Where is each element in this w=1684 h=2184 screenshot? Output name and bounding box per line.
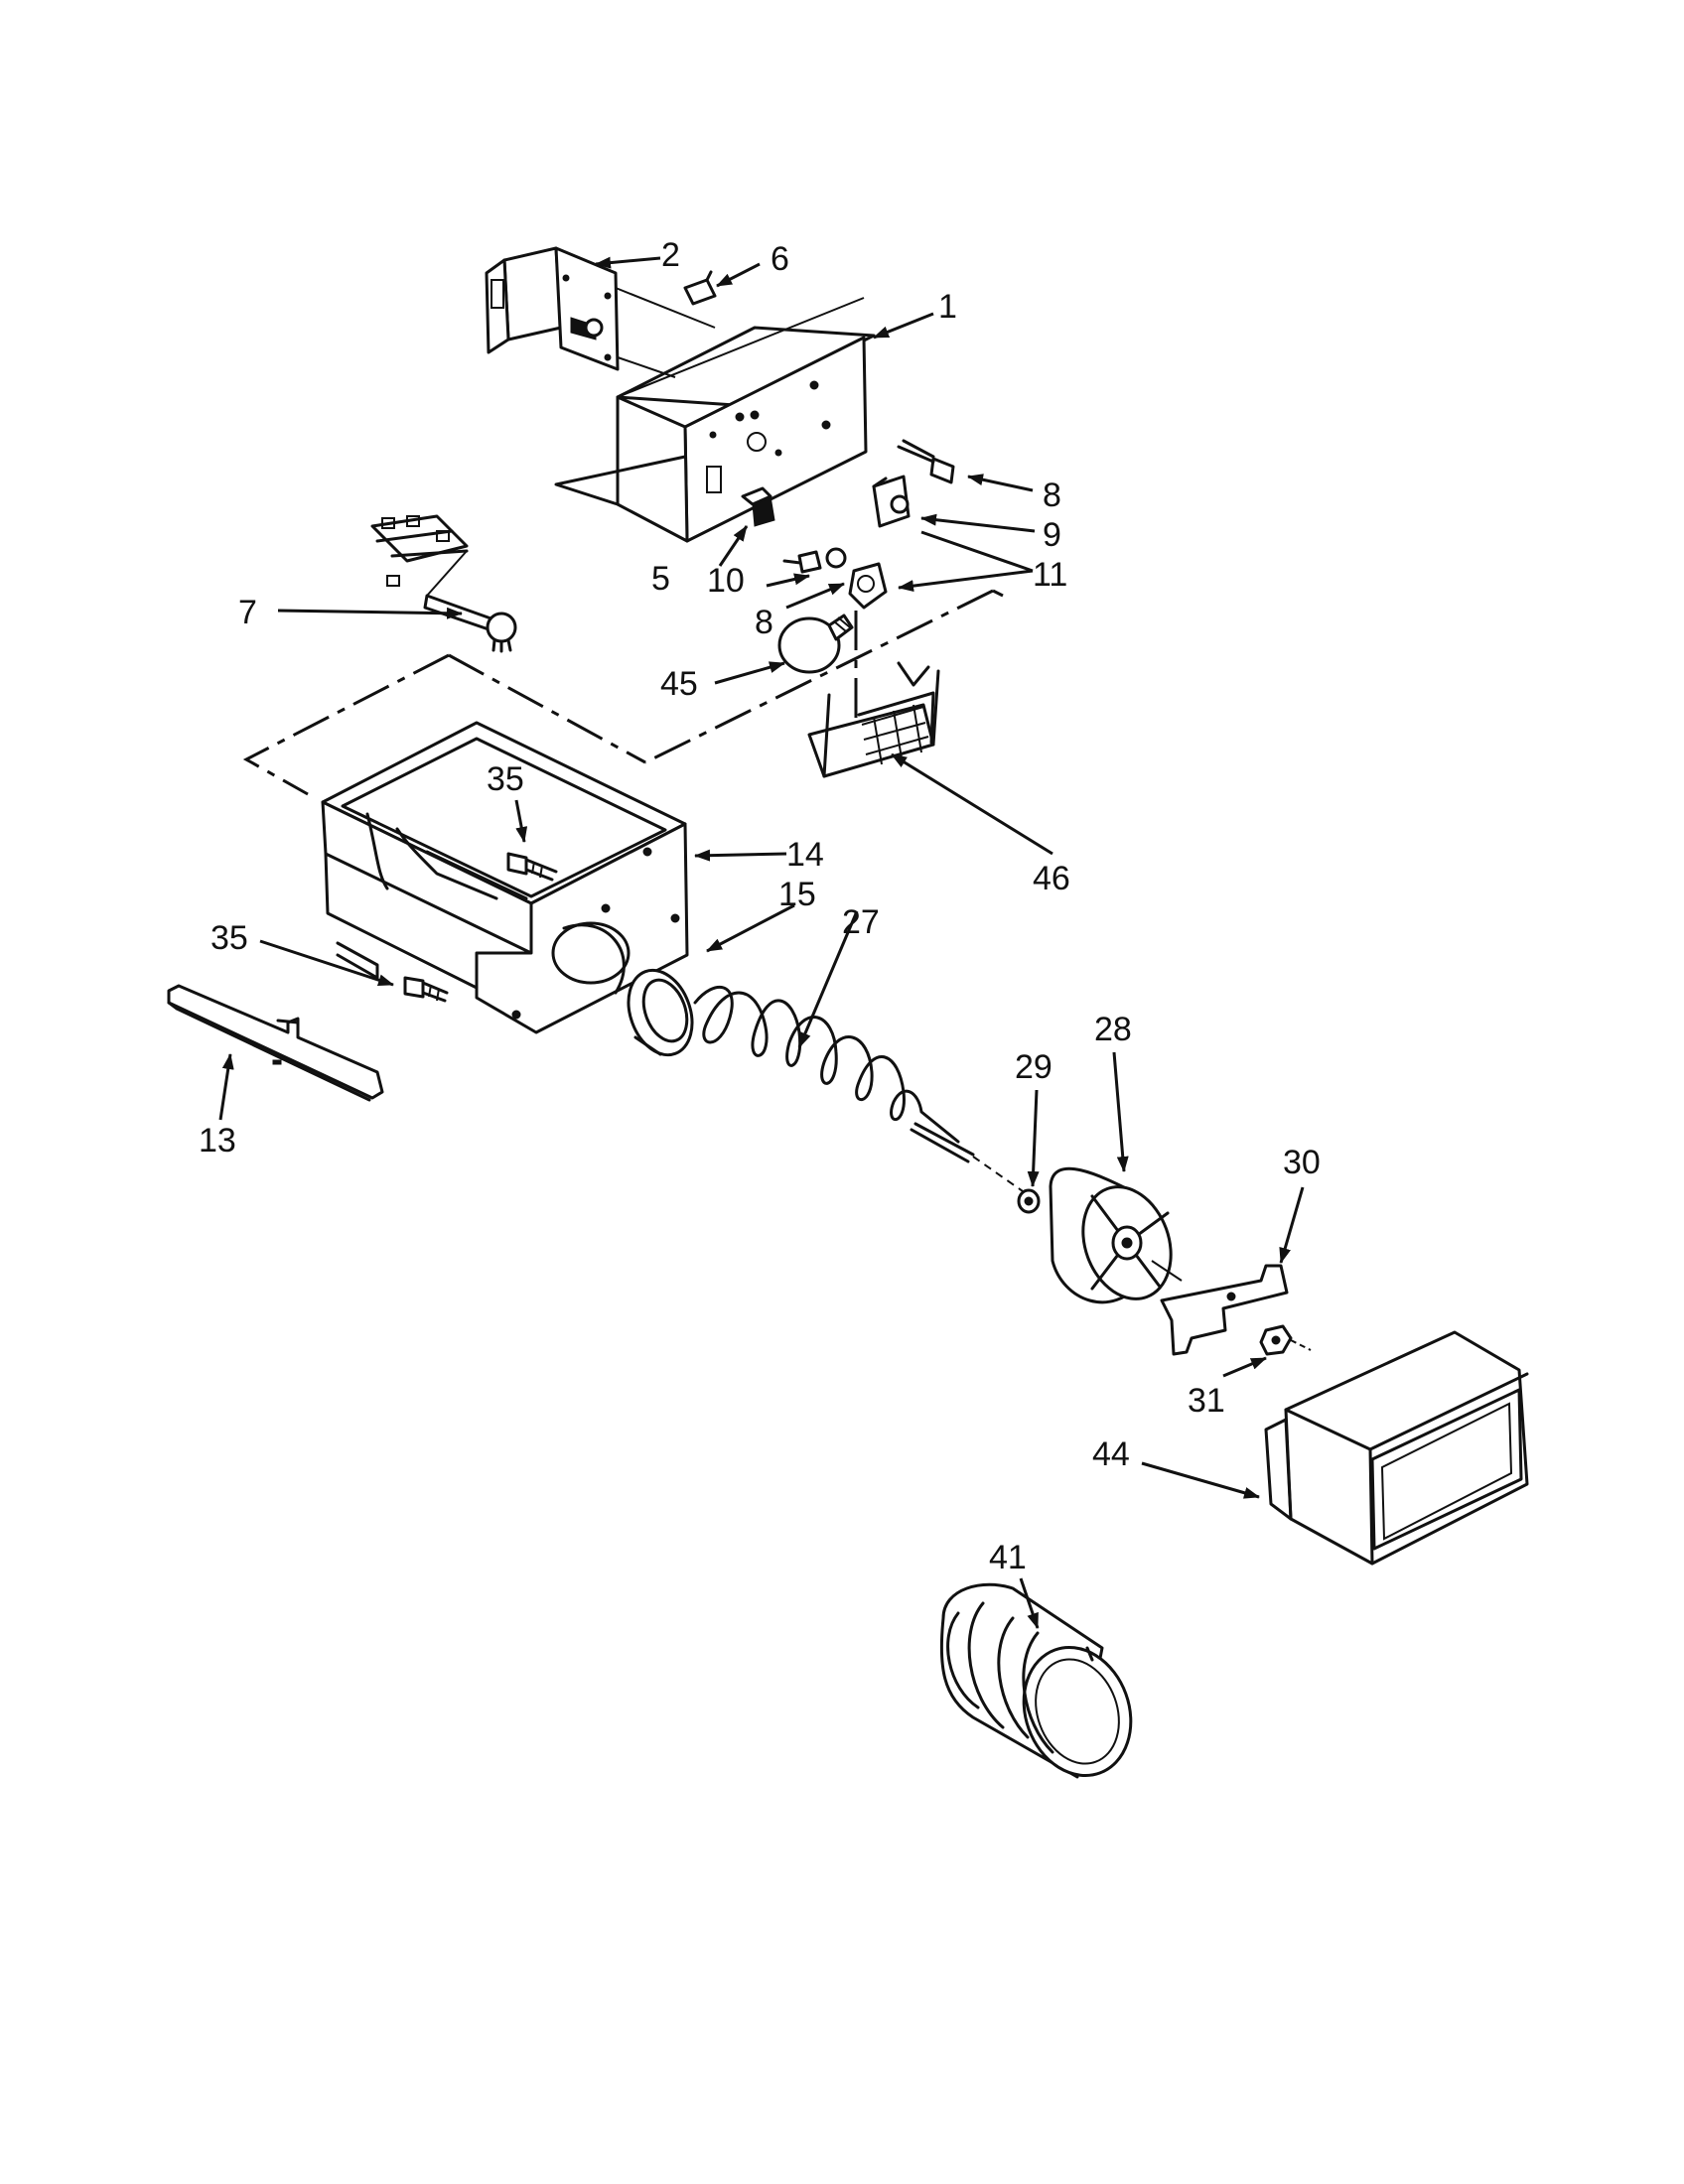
label-part-8-lower: 8 — [755, 604, 773, 641]
auger-spring — [693, 985, 1024, 1192]
bearing — [627, 968, 694, 1057]
label-part-35-outer: 35 — [210, 919, 248, 957]
label-part-13: 13 — [199, 1122, 236, 1160]
screw-10 — [782, 547, 847, 574]
part-labels: 2 6 1 8 9 11 5 10 8 7 45 46 35 14 15 27 … — [199, 236, 1321, 1576]
label-part-2: 2 — [661, 236, 680, 274]
label-part-5: 5 — [651, 560, 670, 598]
light-bulb — [777, 614, 854, 674]
washer — [1017, 1188, 1041, 1214]
impeller — [1049, 1166, 1173, 1304]
reference-outline — [242, 589, 1004, 796]
label-part-29: 29 — [1015, 1048, 1052, 1086]
clip — [683, 270, 717, 306]
label-part-1: 1 — [938, 288, 957, 326]
label-part-31: 31 — [1188, 1382, 1225, 1420]
label-part-14: 14 — [786, 836, 824, 874]
label-part-41: 41 — [989, 1539, 1027, 1576]
light-shield — [807, 661, 940, 778]
screw-outer — [403, 976, 449, 1003]
label-part-27: 27 — [842, 903, 880, 941]
label-part-8-upper: 8 — [1043, 477, 1061, 514]
ice-bin-housing — [321, 721, 689, 1034]
front-cover — [1264, 1330, 1529, 1566]
label-part-46: 46 — [1033, 860, 1070, 897]
motor — [485, 246, 716, 378]
screw-inner — [506, 852, 558, 882]
label-part-10: 10 — [707, 562, 745, 600]
auger-coupler — [939, 1582, 1133, 1779]
control-bracket — [554, 297, 876, 543]
label-part-11: 11 — [1033, 556, 1067, 594]
label-part-30: 30 — [1283, 1144, 1321, 1181]
label-part-28: 28 — [1094, 1011, 1132, 1048]
nut — [1259, 1324, 1312, 1356]
screw-upper — [897, 439, 955, 484]
label-part-15: 15 — [778, 876, 816, 913]
leader-arrows — [218, 256, 1305, 1629]
thermostat — [370, 514, 517, 653]
label-part-35-inner: 35 — [487, 760, 524, 798]
bracket-9 — [872, 475, 911, 528]
label-part-6: 6 — [771, 240, 789, 278]
switch-block — [741, 486, 775, 527]
label-part-7: 7 — [238, 594, 257, 631]
label-part-9: 9 — [1043, 516, 1061, 554]
label-part-44: 44 — [1092, 1435, 1130, 1473]
slide-rail — [167, 984, 384, 1102]
label-part-45: 45 — [660, 665, 698, 703]
lamp-socket — [848, 562, 888, 610]
auger-bracket — [1151, 1260, 1289, 1356]
